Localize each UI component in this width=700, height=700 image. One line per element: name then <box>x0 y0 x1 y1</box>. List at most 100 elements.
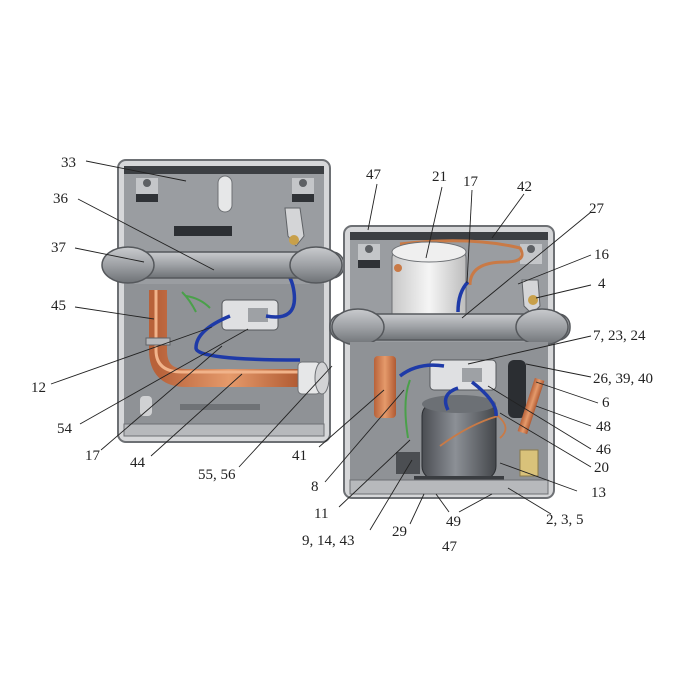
left-slot <box>217 175 233 213</box>
right-valve-nut <box>462 368 482 382</box>
leader-20 <box>499 412 592 468</box>
leader-27 <box>461 211 592 319</box>
leader-12 <box>50 326 213 385</box>
callout-labels: 33 36 37 45 12 54 17 44 55, 56 47 21 17 … <box>31 155 653 555</box>
leader-44 <box>150 373 243 457</box>
left-label-dark <box>136 194 158 202</box>
right-tube-small <box>519 449 539 477</box>
leader-45 <box>74 306 155 320</box>
left-screw <box>299 179 307 187</box>
blue-tube <box>456 280 470 313</box>
tank-top <box>391 241 467 263</box>
callout-8: 8 <box>311 479 319 495</box>
callout-16: 16 <box>594 247 610 263</box>
callout-21: 21 <box>432 169 447 185</box>
tank-fitting <box>394 264 402 272</box>
callout-6: 6 <box>602 395 610 411</box>
leader-17b <box>466 189 473 284</box>
right-bracket-right <box>520 244 542 264</box>
callout-20: 20 <box>594 460 609 476</box>
compressor <box>421 401 497 481</box>
leader-lines <box>50 160 599 531</box>
callout-7-23-24: 7, 23, 24 <box>593 328 646 344</box>
callout-27: 27 <box>589 201 605 217</box>
leader-42 <box>491 193 525 239</box>
leader-54 <box>79 328 249 425</box>
leader-37 <box>74 247 145 263</box>
leader-55-56 <box>238 365 333 468</box>
right-bar-end <box>331 308 385 346</box>
callout-13: 13 <box>591 485 606 501</box>
right-unit <box>329 225 571 499</box>
leader-26-39-40 <box>525 363 592 378</box>
callout-11: 11 <box>314 506 328 522</box>
callout-45: 45 <box>51 298 66 314</box>
callout-41: 41 <box>292 448 307 464</box>
leader-13 <box>499 462 578 492</box>
callout-33: 33 <box>61 155 76 171</box>
left-bar-end <box>101 246 155 284</box>
callout-55-56: 55, 56 <box>198 467 236 483</box>
capillary-coil <box>439 415 507 447</box>
leader-9-14-43 <box>369 459 413 531</box>
leader-47a <box>367 183 378 231</box>
callout-9-14-43: 9, 14, 43 <box>302 533 355 549</box>
left-screw <box>143 179 151 187</box>
right-top-rail <box>350 232 548 240</box>
callout-44: 44 <box>130 455 146 471</box>
left-valve-nut <box>248 308 268 322</box>
leader-48 <box>535 405 592 427</box>
leader-7-23-24 <box>467 335 592 365</box>
copper-pipe <box>149 290 300 387</box>
left-faucet-nut <box>289 235 299 245</box>
left-faucet <box>284 207 305 247</box>
leader-46 <box>487 385 592 450</box>
callout-17a: 17 <box>85 448 101 464</box>
compressor-top <box>422 395 496 413</box>
dryer <box>517 377 545 435</box>
callout-4: 4 <box>598 276 606 292</box>
right-label-dark <box>358 260 380 268</box>
callout-54: 54 <box>57 421 73 437</box>
leader-49a <box>435 493 450 513</box>
right-screw <box>527 245 535 253</box>
leader-29 <box>409 493 425 525</box>
callout-2-3-5: 2, 3, 5 <box>546 512 584 528</box>
right-base <box>349 479 549 495</box>
left-lower-slot <box>180 404 260 410</box>
left-inner-opening <box>174 226 232 236</box>
leader-8 <box>324 389 405 483</box>
left-bar-end <box>289 246 343 284</box>
right-bar-end <box>515 308 569 346</box>
leader-49b <box>458 493 493 513</box>
leader-41 <box>318 389 385 448</box>
callout-37: 37 <box>51 240 67 256</box>
left-base <box>123 423 325 437</box>
right-bracket-left <box>358 244 380 264</box>
left-label-dark <box>292 194 314 202</box>
callout-17b: 17 <box>463 174 479 190</box>
right-crossbar <box>329 313 571 341</box>
blue-tube <box>398 363 498 417</box>
callout-49: 49 <box>446 514 461 530</box>
copper-coil <box>399 239 524 286</box>
leader-33 <box>85 160 187 182</box>
leader-6 <box>535 381 599 404</box>
green-wire <box>404 379 411 439</box>
leader-16 <box>517 254 592 285</box>
leader-21 <box>425 186 443 259</box>
callout-48: 48 <box>596 419 611 435</box>
callout-47a: 47 <box>366 167 382 183</box>
green-wire <box>181 291 211 313</box>
callout-36: 36 <box>53 191 69 207</box>
callout-46: 46 <box>596 442 612 458</box>
callout-12: 12 <box>31 380 46 396</box>
pipe-clamp <box>145 337 171 346</box>
callout-26-39-40: 26, 39, 40 <box>593 371 653 387</box>
fan-housing <box>508 360 526 418</box>
leader-36 <box>77 198 215 271</box>
left-top-rail <box>124 166 324 174</box>
leader-17a <box>100 345 223 451</box>
leader-2-3-5 <box>507 487 552 515</box>
